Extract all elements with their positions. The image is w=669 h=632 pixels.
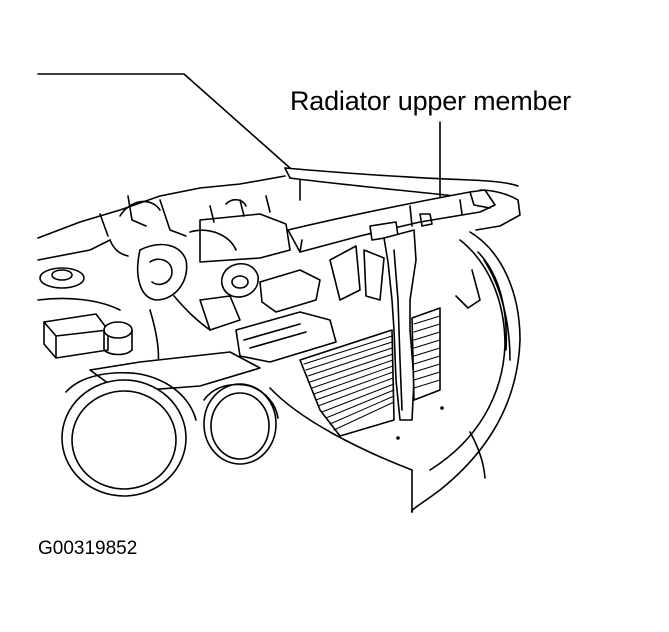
figure-id: G00319852 [38, 538, 138, 559]
hood-edge [284, 167, 519, 197]
headlights [61, 372, 279, 497]
radiator-core [299, 307, 441, 437]
left-headlight [61, 379, 187, 497]
right-headlight [203, 383, 277, 465]
radiator-upper-member-label: Radiator upper member [290, 86, 571, 116]
detail-marks [396, 406, 444, 440]
center-support [383, 229, 417, 421]
hood-leader-line [37, 73, 291, 169]
front-body-shell [269, 189, 521, 513]
